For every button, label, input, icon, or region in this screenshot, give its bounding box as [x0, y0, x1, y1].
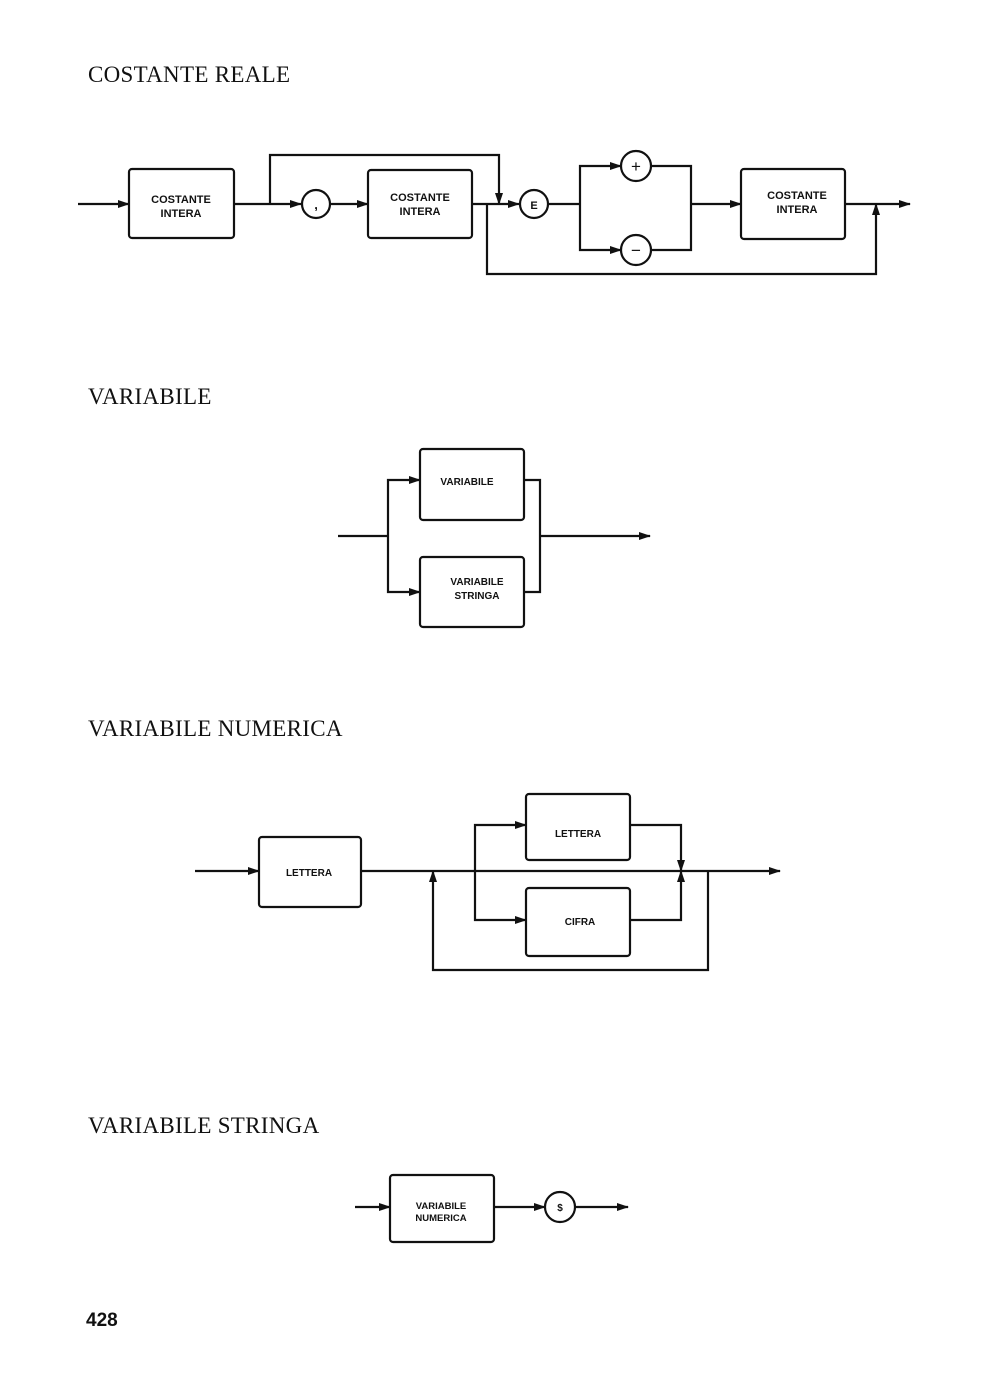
variabile-diagram [338, 447, 651, 629]
plus-sign-label: + [631, 157, 641, 176]
dollar-label: $ [557, 1203, 563, 1214]
variabile-box [418, 447, 526, 522]
costante-reale-diagram [78, 149, 911, 276]
costante-intera-box-1-line-2: INTERA [161, 208, 202, 220]
costante-reale-heading: COSTANTE REALE [88, 62, 291, 87]
costante-intera-box-3-line-1: COSTANTE [767, 190, 827, 202]
lettera-box-1-label: LETTERA [286, 868, 332, 879]
variabile-numerica-box [388, 1173, 496, 1244]
costante-intera-box-3-line-2: INTERA [777, 204, 818, 216]
cifra-box [524, 886, 632, 958]
lettera-box-2 [524, 792, 632, 862]
cifra-box-label: CIFRA [565, 917, 596, 928]
variabile-heading: VARIABILE [88, 384, 212, 409]
variabile-stringa-box-line-1: VARIABILE [450, 577, 503, 588]
comma-label: , [314, 197, 318, 212]
costante-intera-box-2 [366, 168, 474, 240]
variabile-numerica-box-line-2: NUMERICA [415, 1213, 466, 1224]
variabile-stringa-diagram [355, 1173, 629, 1244]
costante-intera-box-2-line-1: COSTANTE [390, 192, 450, 204]
variabile-stringa-heading: VARIABILE STRINGA [88, 1113, 320, 1138]
variabile-numerica-box-line-1: VARIABILE [416, 1201, 467, 1212]
minus-sign-label: − [631, 241, 641, 260]
lettera-box-2-label: LETTERA [555, 829, 601, 840]
costante-intera-box-1-line-1: COSTANTE [151, 194, 211, 206]
variabile-stringa-box-line-2: STRINGA [455, 591, 500, 602]
variabile-numerica-heading: VARIABILE NUMERICA [88, 716, 343, 741]
page-number: 428 [86, 1310, 118, 1331]
variabile-box-label: VARIABILE [440, 477, 493, 488]
costante-intera-box-2-line-2: INTERA [400, 206, 441, 218]
exponent-e-label: E [530, 200, 537, 212]
variabile-numerica-diagram [195, 792, 781, 972]
